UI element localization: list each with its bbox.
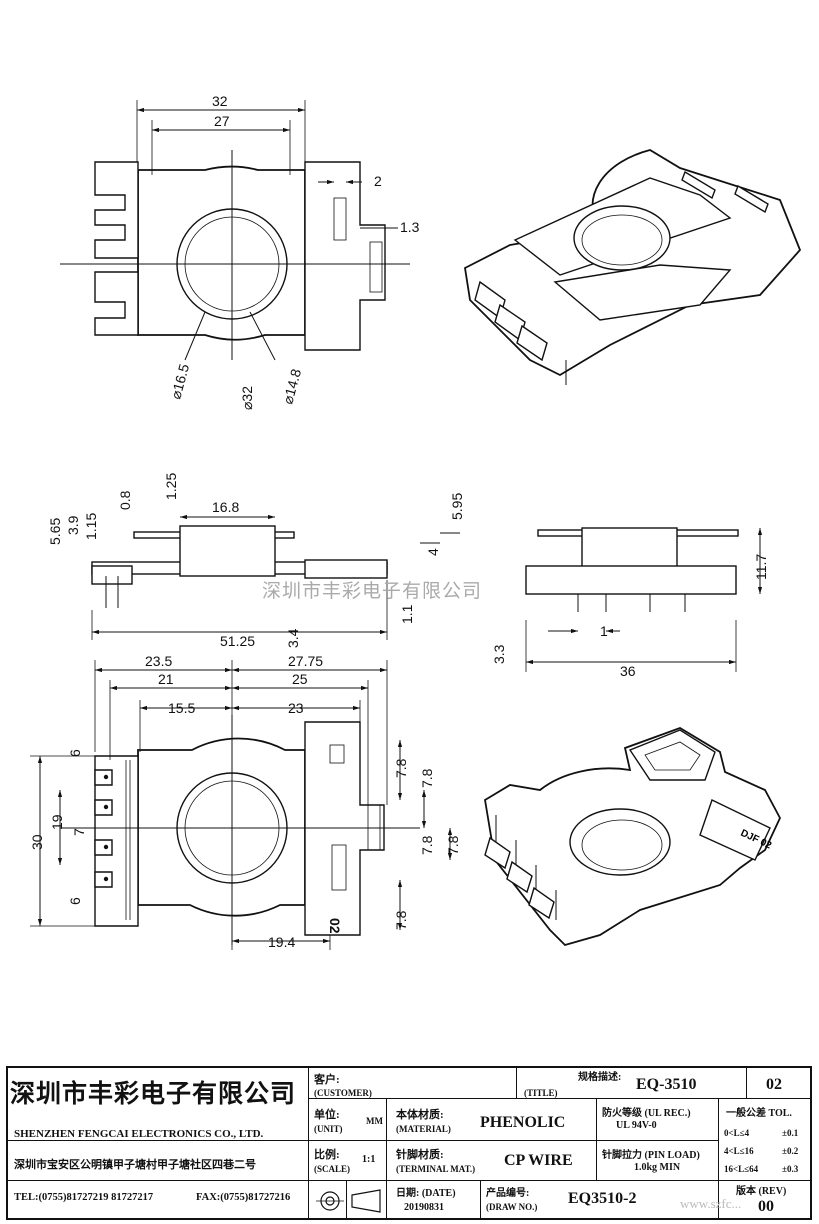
dim-bot-7-8-d: 7.8 bbox=[445, 835, 461, 855]
title-block bbox=[6, 1066, 812, 1220]
scale-label-en: (SCALE) bbox=[314, 1164, 351, 1174]
drawno-label: 产品编号: bbox=[486, 1188, 530, 1199]
dim-bot-21: 21 bbox=[158, 671, 174, 687]
dim-bot-27-75: 27.75 bbox=[288, 653, 323, 669]
top-view: 32 27 2 1.3 ⌀16.5 ⌀32 ⌀14.8 bbox=[60, 93, 420, 410]
rev-label: 版本 (REV) bbox=[736, 1186, 787, 1197]
material-label-en: (MATERIAL) bbox=[396, 1124, 451, 1134]
material-value: PHENOLIC bbox=[480, 1114, 566, 1131]
side-view: 16.8 0.8 1.25 5.95 5.65 3.9 1.15 4 51.25… bbox=[47, 473, 465, 649]
dim-bot-15-5: 15.5 bbox=[168, 700, 195, 716]
dim-bot-25: 25 bbox=[292, 671, 308, 687]
dim-bot-6-a: 6 bbox=[67, 749, 83, 757]
company-address: 深圳市宝安区公明镇甲子塘村甲子塘社区四巷二号 bbox=[14, 1159, 256, 1171]
drawno-label-en: (DRAW NO.) bbox=[486, 1202, 538, 1212]
dim-bot-23: 23 bbox=[288, 700, 304, 716]
dim-bot-6-b: 6 bbox=[67, 897, 83, 905]
terminal-label-en: (TERMINAL MAT.) bbox=[396, 1164, 476, 1174]
sheet-code: 02 bbox=[766, 1076, 782, 1093]
company-fax: FAX:(0755)81727216 bbox=[196, 1192, 291, 1203]
pin-load-label: 针脚拉力 (PIN LOAD) bbox=[602, 1150, 700, 1161]
dim-top-2: 2 bbox=[374, 173, 382, 189]
company-name-cn: 深圳市丰彩电子有限公司 bbox=[10, 1079, 297, 1108]
dim-bot-7: 7 bbox=[71, 828, 87, 836]
customer-label: 客户: bbox=[314, 1074, 340, 1086]
dim-front-3-3: 3.3 bbox=[491, 644, 507, 664]
dim-bot-7-8-a: 7.8 bbox=[393, 758, 409, 778]
iso-view-top bbox=[464, 149, 802, 385]
dim-side-4: 4 bbox=[425, 548, 441, 556]
unit-label: 单位: bbox=[314, 1109, 340, 1121]
flame-label: 防火等级 (UL REC.) bbox=[602, 1108, 691, 1119]
tol-label: 一般公差 TOL. bbox=[726, 1108, 792, 1119]
dim-front-36: 36 bbox=[620, 663, 636, 679]
tol-value-3: ±0.3 bbox=[782, 1164, 799, 1174]
dim-front-11-7: 11.7 bbox=[753, 554, 769, 580]
scale-label: 比例: bbox=[314, 1149, 340, 1161]
dim-bot-7-8-b: 7.8 bbox=[419, 768, 435, 788]
company-name-en: SHENZHEN FENGCAI ELECTRONICS CO., LTD. bbox=[14, 1128, 264, 1140]
date-value: 20190831 bbox=[404, 1202, 444, 1213]
rev-value: 00 bbox=[758, 1198, 774, 1215]
drawno-value: EQ3510-2 bbox=[568, 1190, 637, 1207]
dim-side-1-1: 1.1 bbox=[399, 604, 415, 624]
dim-side-1-25: 1.25 bbox=[163, 473, 179, 500]
dim-top-1-3: 1.3 bbox=[400, 219, 420, 235]
dim-dia-16-5: ⌀16.5 bbox=[167, 362, 192, 401]
dim-top-32: 32 bbox=[212, 93, 228, 109]
tol-range-2: 4<L≤16 bbox=[724, 1146, 754, 1156]
title-value: EQ-3510 bbox=[636, 1076, 697, 1093]
dim-bot-19: 19 bbox=[49, 814, 65, 830]
dim-side-16-8: 16.8 bbox=[212, 499, 239, 515]
dim-side-5-95: 5.95 bbox=[449, 493, 465, 520]
company-tel: TEL:(0755)81727219 81727217 bbox=[14, 1192, 154, 1203]
dim-bot-30: 30 bbox=[29, 834, 45, 850]
iso-view-bottom: DJF 02 bbox=[484, 727, 782, 947]
date-label: 日期: (DATE) bbox=[396, 1188, 456, 1199]
customer-label-en: (CUSTOMER) bbox=[314, 1088, 372, 1098]
tol-range-1: 0<L≤4 bbox=[724, 1128, 750, 1138]
scale-value: 1:1 bbox=[362, 1154, 376, 1165]
dim-side-3-9: 3.9 bbox=[65, 515, 81, 535]
dim-side-0-8: 0.8 bbox=[117, 490, 133, 510]
dim-side-3-4: 3.4 bbox=[285, 628, 301, 648]
unit-value: MM bbox=[366, 1116, 383, 1126]
dim-side-51-25: 51.25 bbox=[220, 633, 255, 649]
dim-side-1-15: 1.15 bbox=[83, 513, 99, 540]
title-label-en: (TITLE) bbox=[524, 1088, 558, 1098]
dim-dia-14-8: ⌀14.8 bbox=[279, 367, 304, 406]
dim-side-5-65: 5.65 bbox=[47, 518, 63, 545]
pin-load-value: 1.0kg MIN bbox=[634, 1162, 681, 1173]
watermark: 深圳市丰彩电子有限公司 bbox=[262, 580, 483, 602]
material-label: 本体材质: bbox=[396, 1109, 444, 1121]
flame-value: UL 94V-0 bbox=[616, 1120, 657, 1131]
terminal-value: CP WIRE bbox=[504, 1152, 573, 1169]
projection-symbol-icon bbox=[316, 1189, 381, 1213]
dim-top-27: 27 bbox=[214, 113, 230, 129]
tol-value-2: ±0.2 bbox=[782, 1146, 799, 1156]
bottom-view: 02 23.5 27.75 21 25 15.5 23 6 19 30 7 6 … bbox=[29, 653, 461, 950]
dim-bot-23-5: 23.5 bbox=[145, 653, 172, 669]
unit-label-en: (UNIT) bbox=[314, 1124, 343, 1134]
terminal-label: 针脚材质: bbox=[396, 1149, 444, 1161]
website-watermark: www.szfc... bbox=[680, 1196, 742, 1211]
title-label: 规格描述: bbox=[578, 1072, 622, 1083]
dim-bot-7-8-e: 7.8 bbox=[393, 910, 409, 930]
tol-value-1: ±0.1 bbox=[782, 1128, 799, 1138]
dim-front-1: 1 bbox=[600, 623, 608, 639]
front-view: 11.7 3.3 1 36 bbox=[491, 527, 769, 679]
dim-dia-32: ⌀32 bbox=[239, 386, 255, 410]
dim-bot-7-8-c: 7.8 bbox=[419, 835, 435, 855]
bottom-part-mark: 02 bbox=[327, 918, 343, 934]
tol-range-3: 16<L≤64 bbox=[724, 1164, 759, 1174]
dim-bot-19-4: 19.4 bbox=[268, 934, 295, 950]
